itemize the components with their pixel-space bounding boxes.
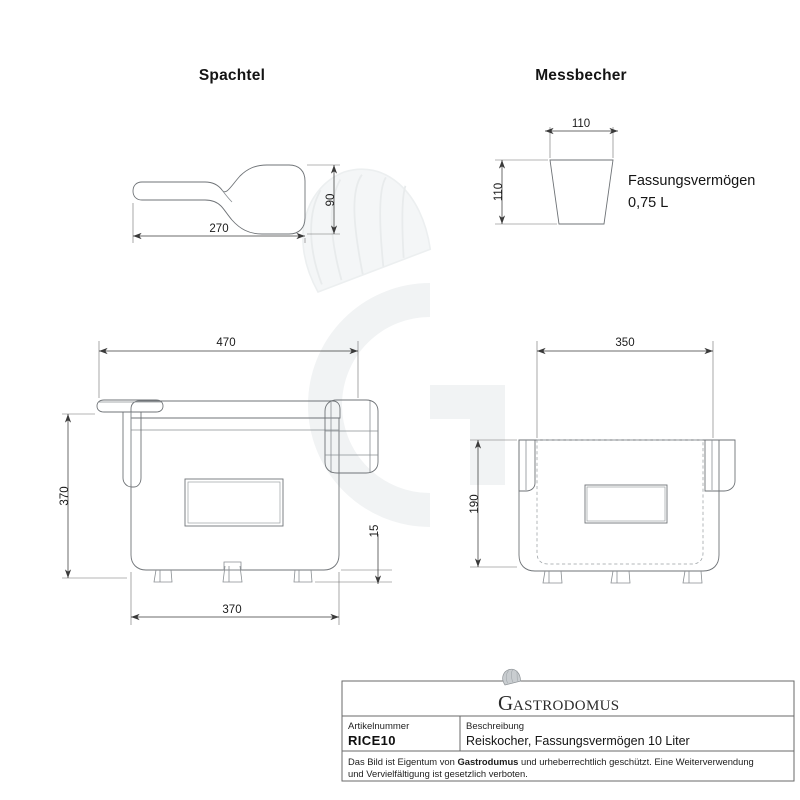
dimension-front-15: 15 <box>315 525 392 584</box>
watermark <box>302 168 505 527</box>
dimension-cup-110-height: 110 <box>493 159 557 225</box>
logo-shell-icon <box>502 668 521 686</box>
dimension-label-270: 270 <box>209 223 228 235</box>
front-feet <box>153 561 313 583</box>
copyright-line-2: und Vervielfältigung ist gesetzlich verb… <box>348 768 528 779</box>
description-value: Reiskocher, Fassungsvermögen 10 Liter <box>466 734 690 748</box>
dimension-label-110-height: 110 <box>493 183 505 201</box>
logo-initial: G <box>498 691 513 715</box>
dimension-label-110-width: 110 <box>572 118 590 130</box>
dimension-front-470: 470 <box>98 337 359 398</box>
front-view <box>96 399 379 583</box>
dimension-side-350: 350 <box>536 337 714 438</box>
watermark-shell-icon <box>302 168 432 293</box>
dimension-label-470: 470 <box>216 337 235 349</box>
article-value: RICE10 <box>348 733 396 748</box>
dimension-label-90: 90 <box>325 194 337 207</box>
copyright-line-1: Das Bild ist Eigentum von Gastrodumus un… <box>348 756 754 767</box>
side-view <box>518 439 736 584</box>
side-control-panel <box>584 484 668 524</box>
dimension-cup-110-width: 110 <box>544 118 618 158</box>
logo-gastrodomus: G ASTRODOMUS <box>498 668 619 715</box>
capacity-value: 0,75 L <box>628 195 668 211</box>
description-label: Beschreibung <box>466 721 524 732</box>
dimension-label-350: 350 <box>615 337 634 349</box>
front-control-panel <box>184 478 284 527</box>
dimension-side-190: 190 <box>469 439 517 568</box>
dimension-label-190: 190 <box>469 494 481 513</box>
logo-rest: ASTRODOMUS <box>513 698 619 714</box>
heading-spachtel: Spachtel <box>199 67 265 84</box>
article-label: Artikelnummer <box>348 721 409 732</box>
dimension-label-370-width: 370 <box>222 604 241 616</box>
dimension-spatula-90: 90 <box>307 164 340 235</box>
dimension-spatula-270: 270 <box>132 203 306 243</box>
dimension-label-15: 15 <box>369 525 381 538</box>
side-feet <box>542 570 703 584</box>
measuring-cup-view <box>549 159 614 225</box>
front-left-handle <box>96 399 164 488</box>
capacity-label: Fassungsvermögen <box>628 173 755 189</box>
front-right-handle <box>324 399 379 474</box>
copyright-part2: und urheberrechtlich geschützt. Eine Wei… <box>518 756 753 767</box>
dimension-front-370-width: 370 <box>130 572 340 625</box>
heading-messbecher: Messbecher <box>535 67 627 84</box>
dimension-front-370-height: 370 <box>59 413 127 579</box>
copyright-brand: Gastrodumus <box>457 756 518 767</box>
dimension-label-370-height: 370 <box>59 486 71 505</box>
copyright-part1: Das Bild ist Eigentum von <box>348 756 457 767</box>
title-block: G ASTRODOMUS Artikelnummer RICE10 Beschr… <box>341 668 795 782</box>
